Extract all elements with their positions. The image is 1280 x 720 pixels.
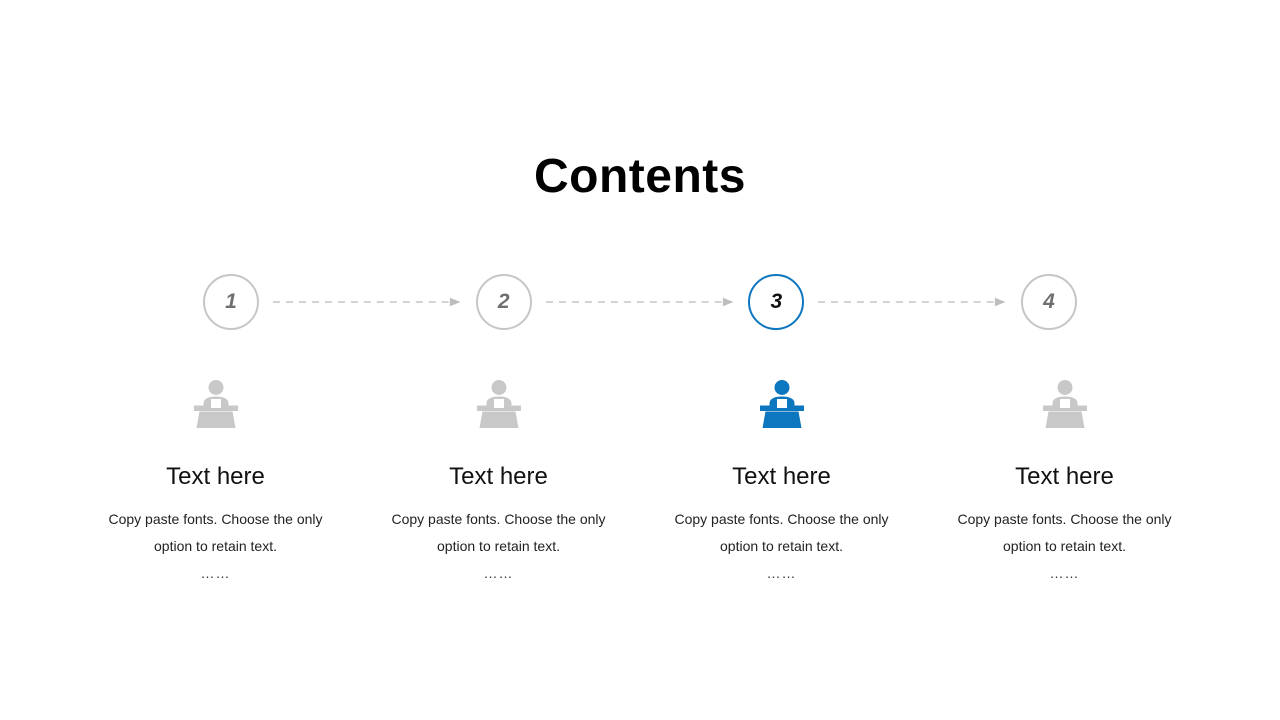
column-heading: Text here	[732, 463, 831, 490]
presenter-podium-icon	[104, 376, 327, 432]
content-column-1[interactable]: Text here Copy paste fonts. Choose the o…	[104, 376, 327, 587]
page-title: Contents	[534, 150, 746, 203]
content-column-2[interactable]: Text here Copy paste fonts. Choose the o…	[387, 376, 610, 587]
step-connector-1	[273, 296, 462, 308]
presenter-podium-icon	[953, 376, 1176, 432]
step-connector-2	[545, 296, 735, 308]
column-heading: Text here	[449, 463, 548, 490]
presenter-podium-icon	[387, 376, 610, 432]
column-body: Copy paste fonts. Choose the only option…	[108, 511, 323, 554]
column-body: Copy paste fonts. Choose the only option…	[957, 511, 1172, 554]
step-number-3: 3	[770, 290, 783, 313]
column-dots: ……	[1049, 565, 1080, 581]
step-circle-1[interactable]: 1	[203, 274, 259, 330]
content-column-4[interactable]: Text here Copy paste fonts. Choose the o…	[953, 376, 1176, 587]
dashed-arrow-icon	[273, 297, 461, 307]
content-column-3[interactable]: Text here Copy paste fonts. Choose the o…	[670, 376, 893, 587]
dashed-arrow-icon	[545, 297, 734, 307]
step-connector-3	[818, 296, 1007, 308]
dashed-arrow-icon	[818, 297, 1006, 307]
step-circle-4[interactable]: 4	[1021, 274, 1078, 330]
column-dots: ……	[483, 565, 514, 581]
column-dots: ……	[766, 565, 797, 581]
step-number-1: 1	[225, 290, 237, 313]
column-body: Copy paste fonts. Choose the only option…	[674, 511, 889, 554]
presenter-podium-icon	[670, 376, 893, 432]
column-body: Copy paste fonts. Choose the only option…	[391, 511, 606, 554]
content-columns: Text here Copy paste fonts. Choose the o…	[104, 376, 1176, 587]
step-circle-3[interactable]: 3	[748, 274, 805, 330]
column-heading: Text here	[1015, 463, 1114, 490]
column-dots: ……	[200, 565, 231, 581]
stepper: 1 2 3 4	[203, 274, 1078, 330]
step-circle-2[interactable]: 2	[475, 274, 532, 330]
column-heading: Text here	[166, 463, 265, 490]
step-number-4: 4	[1043, 290, 1055, 313]
step-number-2: 2	[497, 290, 510, 313]
